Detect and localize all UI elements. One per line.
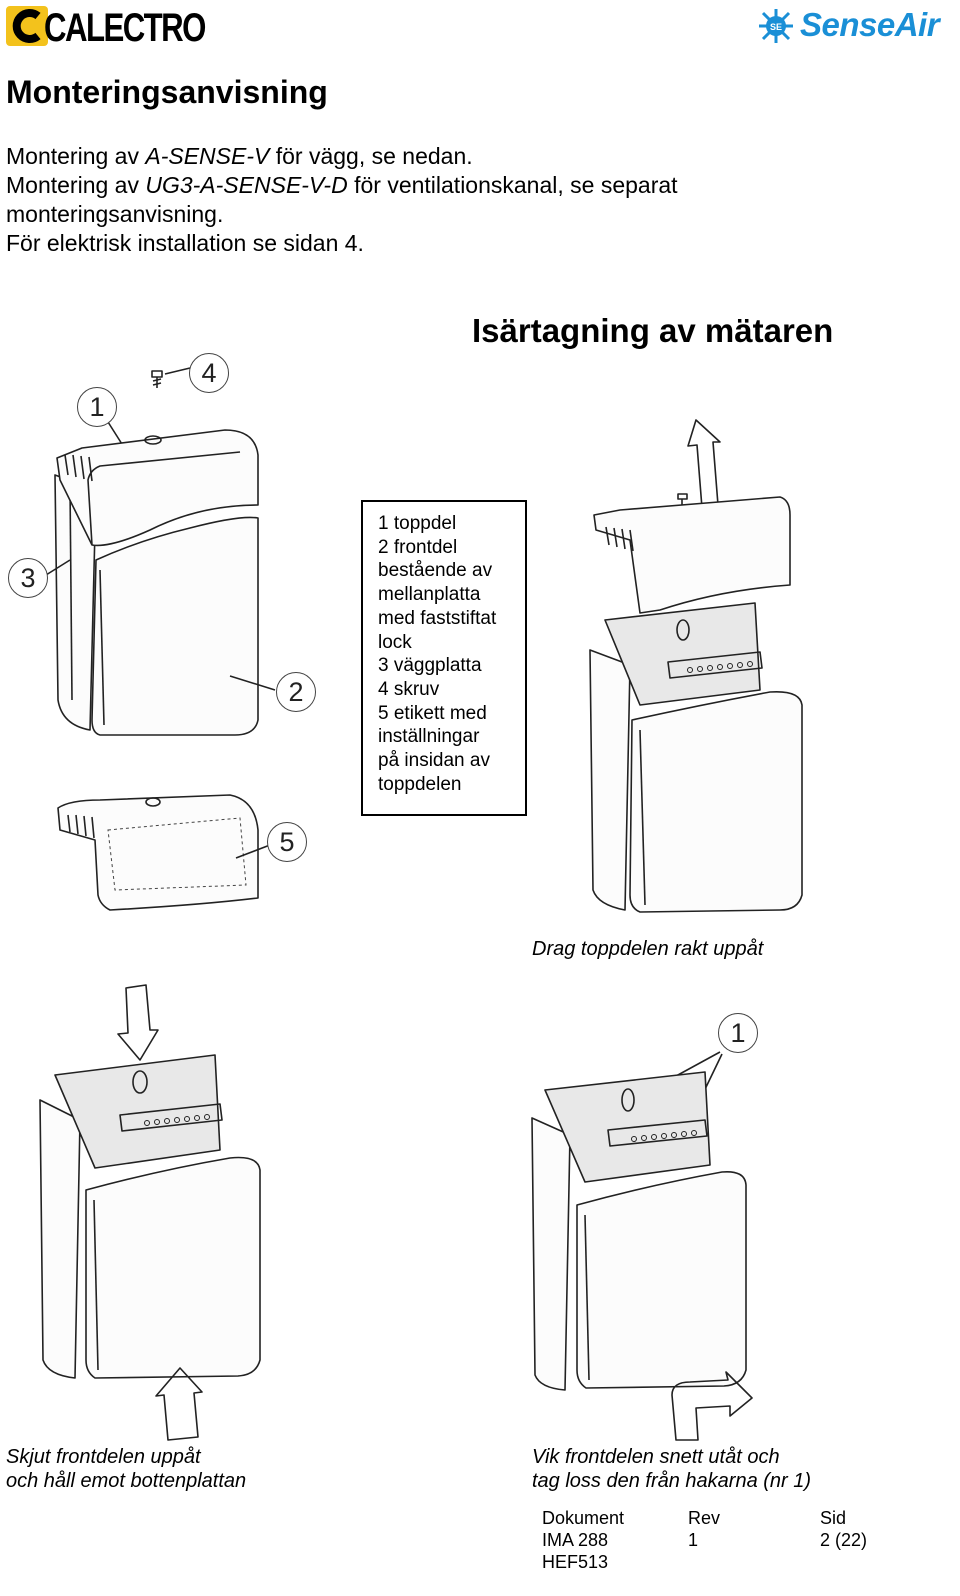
- screw-icon: [151, 367, 191, 388]
- callout-5: 5: [267, 822, 307, 862]
- calectro-logo-text: CALECTRO: [44, 6, 206, 50]
- footer-page: Sid 2 (22): [820, 1508, 868, 1550]
- intro-text: Montering av A-SENSE-V för vägg, se neda…: [6, 142, 678, 258]
- callout-4: 4: [189, 353, 229, 393]
- fold-front-illustration: [531, 1051, 753, 1441]
- legend-line: 4 skruv: [378, 678, 440, 700]
- caption-fold-front: Vik frontdelen snett utåt och tag loss d…: [532, 1446, 812, 1492]
- arrow-up-icon: [155, 1367, 203, 1441]
- legend-line: med faststiftat: [378, 607, 497, 629]
- intro-line-4: För elektrisk installation se sidan 4.: [6, 230, 364, 256]
- svg-text:SE: SE: [770, 22, 782, 32]
- arrow-up-icon: [687, 419, 721, 509]
- callout-3: 3: [8, 558, 48, 598]
- intro-line-2: Montering av UG3-A-SENSE-V-D för ventila…: [6, 172, 678, 198]
- intro-line-1: Montering av A-SENSE-V för vägg, se neda…: [6, 143, 473, 169]
- calectro-logo: CALECTRO: [6, 4, 206, 50]
- legend-line: lock: [378, 631, 412, 653]
- arrow-curved-icon: [671, 1371, 753, 1441]
- footer-document: Dokument IMA 288 HEF513: [542, 1508, 625, 1572]
- legend-line: bestående av: [378, 560, 493, 582]
- page-title: Monteringsanvisning: [6, 74, 328, 110]
- parts-legend: 1 toppdel 2 frontdel bestående av mellan…: [361, 500, 527, 816]
- push-front-illustration: [39, 984, 261, 1441]
- callout-1: 1: [77, 387, 117, 427]
- callout-2: 2: [276, 672, 316, 712]
- senseair-logo: SE SenseAir: [756, 6, 954, 48]
- senseair-logo-text: SenseAir: [800, 6, 940, 43]
- arrow-down-icon: [117, 984, 159, 1061]
- legend-line: 1 toppdel: [378, 513, 457, 534]
- intro-line-3: monteringsanvisning.: [6, 201, 224, 227]
- legend-line: 2 frontdel: [378, 536, 458, 558]
- senseair-sun-icon: SE: [759, 9, 793, 43]
- section-title: Isärtagning av mätaren: [472, 312, 834, 349]
- legend-line: toppdelen: [378, 773, 462, 795]
- exploded-view-illustration: [45, 367, 276, 911]
- legend-line: på insidan av: [378, 750, 490, 772]
- callout-1-hooks: 1: [718, 1013, 758, 1053]
- caption-push-front: Skjut frontdelen uppåt och håll emot bot…: [6, 1446, 247, 1492]
- legend-line: 3 väggplatta: [378, 655, 482, 677]
- legend-line: mellanplatta: [378, 584, 481, 606]
- legend-line: inställningar: [378, 726, 480, 748]
- footer-revision: Rev 1: [688, 1508, 721, 1550]
- legend-line: 5 etikett med: [378, 702, 487, 724]
- remove-top-illustration: [589, 419, 803, 913]
- caption-pull-top: Drag toppdelen rakt uppåt: [532, 938, 764, 960]
- calectro-c-mark-icon: [6, 6, 48, 46]
